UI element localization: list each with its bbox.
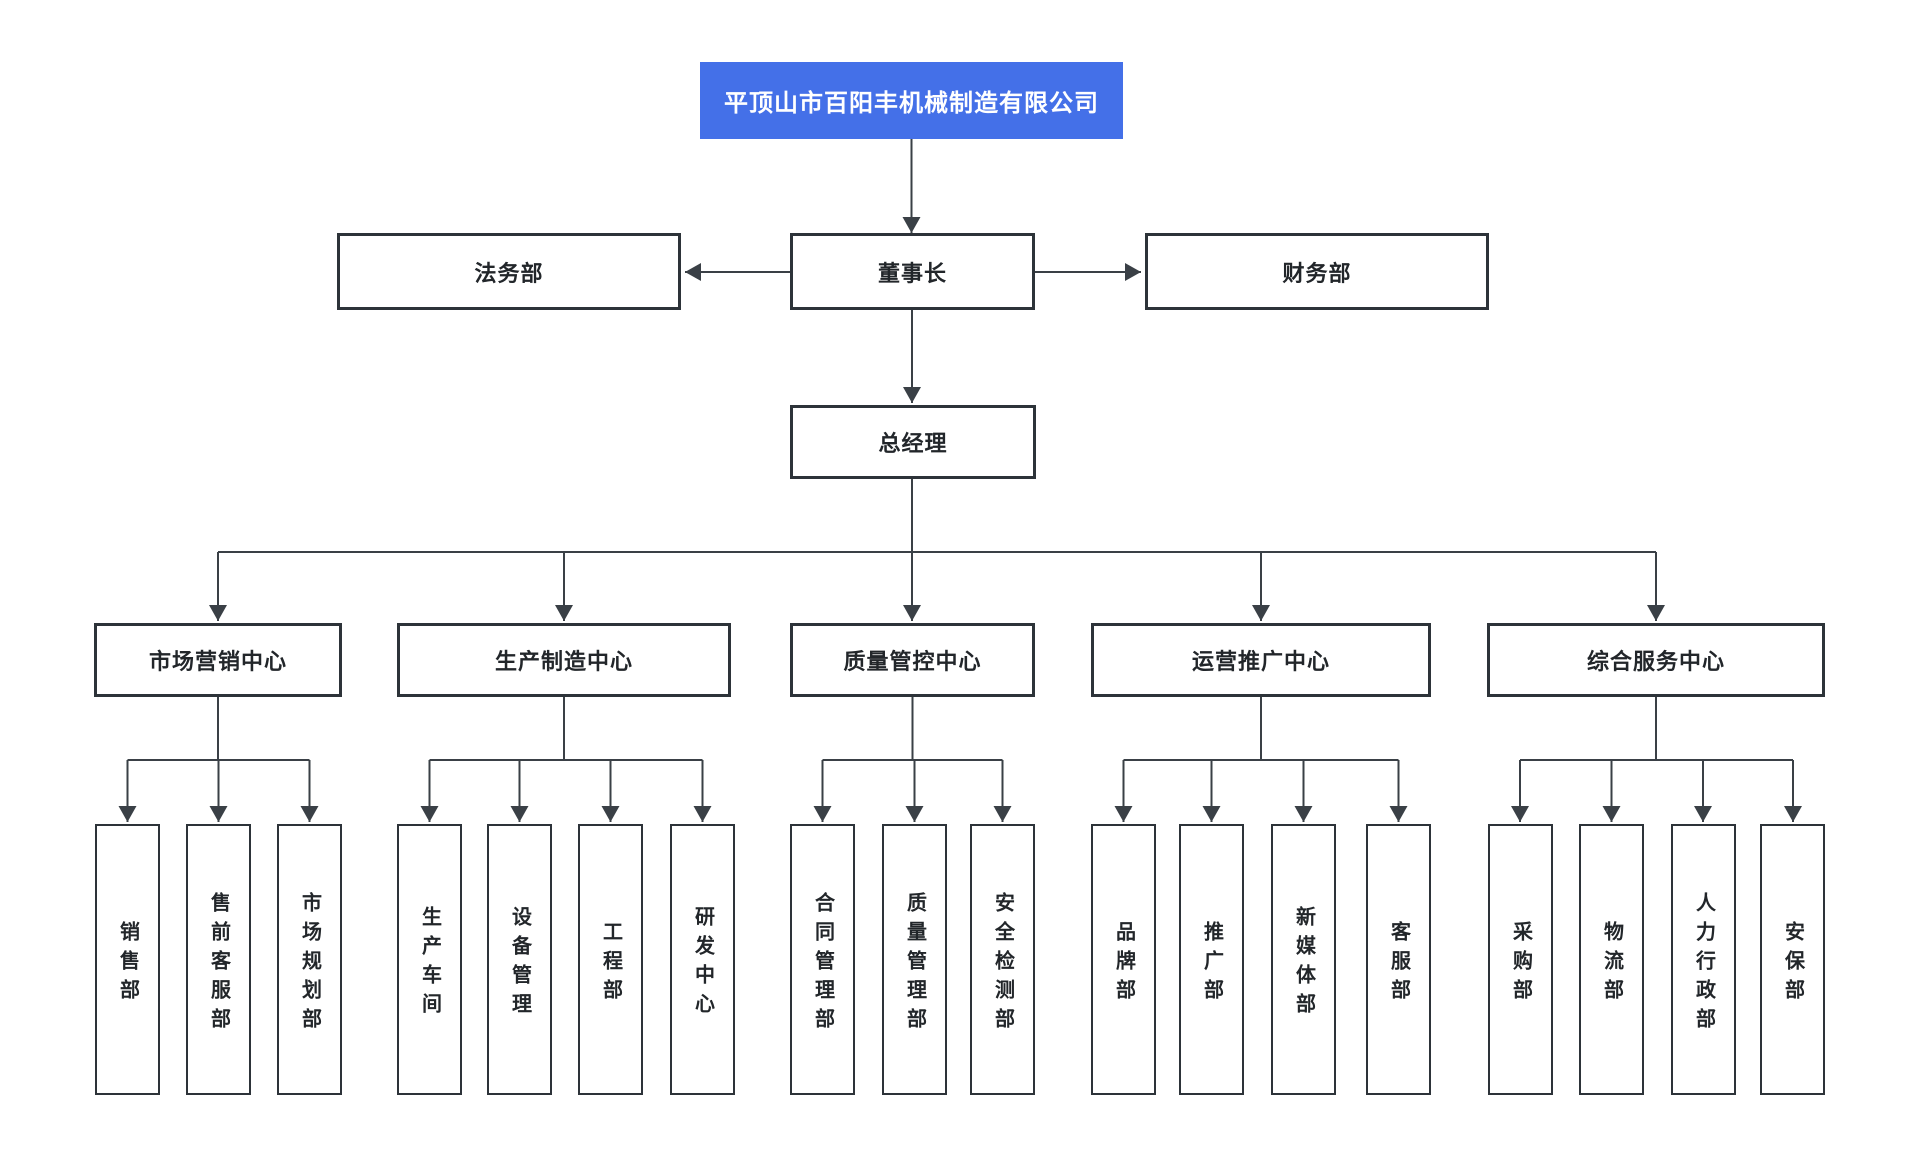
org-node-label: 物流部: [1600, 920, 1623, 1008]
org-node-label: 安全检测部: [991, 891, 1014, 1037]
org-node-label: 推广部: [1200, 920, 1223, 1008]
org-node-label: 财务部: [1282, 260, 1352, 286]
org-node-label: 质量管控中心: [843, 649, 982, 674]
org-node-dept: 新媒体部: [1271, 824, 1336, 1095]
org-node-label: 董事长: [877, 260, 947, 286]
org-node-label: 设备管理: [508, 906, 531, 1022]
org-node-dept: 研发中心: [670, 824, 735, 1095]
org-node-dept: 物流部: [1579, 824, 1644, 1095]
org-node-center-operations: 运营推广中心: [1091, 623, 1431, 697]
org-node-label: 法务部: [474, 260, 544, 286]
org-node-label: 销售部: [116, 920, 139, 1008]
org-node-dept: 设备管理: [487, 824, 552, 1095]
org-node-center-quality: 质量管控中心: [790, 623, 1035, 697]
org-node-legal-dept: 法务部: [337, 233, 681, 310]
org-node-label: 质量管理部: [903, 891, 926, 1037]
org-node-dept: 推广部: [1179, 824, 1244, 1095]
org-node-dept: 生产车间: [397, 824, 462, 1095]
org-node-label: 研发中心: [691, 906, 714, 1022]
org-node-label: 生产车间: [418, 906, 441, 1022]
org-node-label: 工程部: [599, 920, 622, 1008]
org-node-label: 生产制造中心: [494, 649, 633, 674]
org-node-dept: 品牌部: [1091, 824, 1156, 1095]
org-node-company: 平顶山市百阳丰机械制造有限公司: [700, 62, 1123, 139]
org-node-label: 安保部: [1781, 920, 1804, 1008]
org-node-finance-dept: 财务部: [1145, 233, 1489, 310]
org-node-dept: 安全检测部: [970, 824, 1035, 1095]
org-node-label: 市场营销中心: [148, 649, 287, 674]
org-node-center-services: 综合服务中心: [1487, 623, 1825, 697]
org-node-dept: 售前客服部: [186, 824, 251, 1095]
org-node-label: 人力行政部: [1692, 891, 1715, 1037]
org-node-label: 采购部: [1509, 920, 1532, 1008]
org-node-chairman: 董事长: [790, 233, 1035, 310]
org-node-label: 市场规划部: [298, 891, 321, 1037]
org-node-general-manager: 总经理: [790, 405, 1036, 479]
org-node-dept: 合同管理部: [790, 824, 855, 1095]
org-node-dept: 采购部: [1488, 824, 1553, 1095]
org-node-dept: 客服部: [1366, 824, 1431, 1095]
org-node-label: 运营推广中心: [1191, 649, 1330, 674]
org-node-dept: 质量管理部: [882, 824, 947, 1095]
org-node-label: 新媒体部: [1292, 906, 1315, 1022]
org-node-dept: 市场规划部: [277, 824, 342, 1095]
org-node-company-label: 平顶山市百阳丰机械制造有限公司: [724, 90, 1099, 117]
org-node-label: 售前客服部: [207, 891, 230, 1037]
org-node-dept: 工程部: [578, 824, 643, 1095]
org-node-label: 合同管理部: [811, 891, 834, 1037]
org-node-label: 品牌部: [1112, 920, 1135, 1008]
org-node-center-marketing: 市场营销中心: [94, 623, 342, 697]
org-node-label: 总经理: [878, 431, 948, 456]
org-node-label: 综合服务中心: [1586, 649, 1725, 674]
org-node-dept: 人力行政部: [1671, 824, 1736, 1095]
org-node-center-production: 生产制造中心: [397, 623, 731, 697]
org-node-dept: 销售部: [95, 824, 160, 1095]
org-node-label: 客服部: [1387, 920, 1410, 1008]
org-node-dept: 安保部: [1760, 824, 1825, 1095]
